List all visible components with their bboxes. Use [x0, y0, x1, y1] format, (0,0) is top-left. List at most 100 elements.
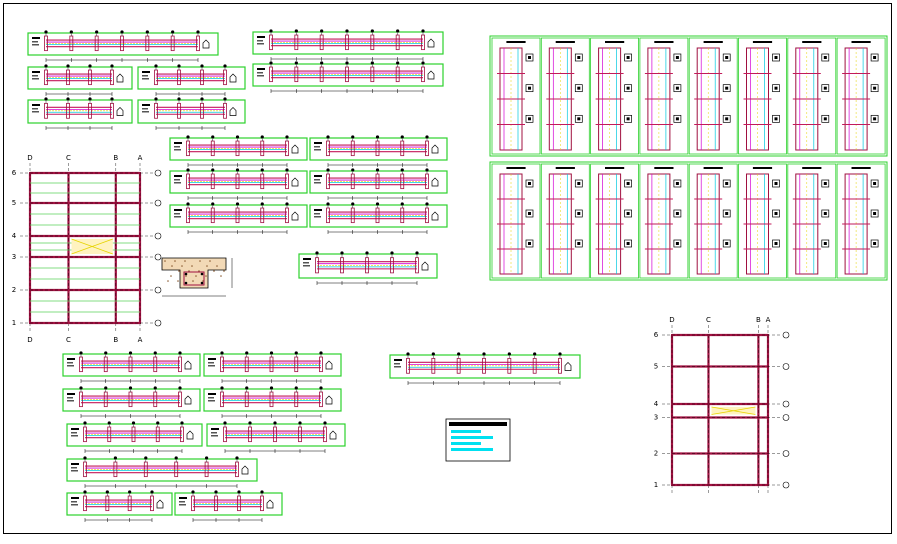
column-section: [624, 114, 632, 123]
column-sheet-frame: [540, 163, 590, 279]
column-section-core: [725, 117, 729, 121]
beam-detail: [66, 456, 258, 488]
slab-beam-section: [161, 257, 227, 289]
axis-marker: [326, 202, 330, 206]
column-section: [772, 53, 780, 62]
axis-marker: [196, 30, 200, 34]
axis-label-side: 5: [654, 363, 658, 371]
column-section: [574, 179, 583, 188]
axis-marker: [211, 135, 215, 139]
section-symbol: [325, 360, 333, 370]
concrete-aggregate: [184, 260, 186, 262]
column-sheet: [787, 37, 837, 155]
section-symbol: [431, 144, 439, 154]
axis-marker: [83, 456, 87, 460]
beam-title-mark: [174, 149, 181, 151]
axis-marker: [285, 202, 289, 206]
column-sheet-title: [752, 41, 773, 43]
column-sheet: [738, 37, 787, 155]
beam-title-mark: [257, 36, 265, 38]
axis-marker: [200, 97, 204, 101]
concrete-aggregate: [220, 275, 222, 277]
column-section: [722, 239, 731, 248]
column-sheet: [688, 37, 738, 155]
axis-marker: [260, 135, 264, 139]
column-sheet: [590, 37, 639, 155]
column-section-core: [725, 242, 729, 245]
beam-detail: [309, 135, 448, 167]
section-symbol: [184, 360, 192, 370]
column-section-core: [823, 182, 827, 185]
axis-marker: [507, 352, 511, 356]
column-section: [772, 114, 780, 123]
column-section-core: [675, 242, 679, 245]
column-sheet: [540, 37, 590, 155]
section-symbol: [229, 107, 237, 116]
axis-marker: [69, 30, 73, 34]
beam-title-mark: [314, 179, 320, 181]
column-section: [525, 209, 534, 218]
beam-title-mark: [174, 213, 180, 215]
column-section: [574, 209, 583, 218]
beam-title-mark: [314, 182, 321, 184]
column-section: [772, 179, 780, 188]
column-section: [673, 239, 682, 248]
concrete-aggregate: [199, 260, 201, 262]
column-sheet-frame: [738, 37, 787, 155]
axis-marker: [396, 29, 400, 33]
section-symbol: [291, 177, 299, 187]
beam-title-mark: [394, 363, 400, 365]
column-section-core: [774, 86, 778, 90]
axis-marker: [425, 202, 429, 206]
axis-marker: [375, 168, 380, 172]
column-section: [525, 179, 534, 188]
beam-title-mark: [174, 216, 181, 218]
column-sheet-title: [654, 167, 674, 169]
axis-label-side: 6: [12, 169, 17, 177]
beam-title-mark: [32, 44, 39, 46]
axis-marker: [273, 421, 277, 425]
beam-title-mark: [142, 111, 149, 113]
axis-marker: [235, 202, 240, 206]
beam-title-mark: [303, 262, 309, 264]
beam-title-mark: [174, 142, 182, 144]
column-sheet-title: [555, 167, 575, 169]
column-sheet-title: [506, 167, 526, 169]
beam-title-mark: [208, 400, 215, 402]
concrete-aggregate: [198, 270, 200, 272]
column-sheet-title: [802, 167, 822, 169]
column-section-core: [873, 182, 877, 185]
axis-marker: [260, 490, 264, 494]
beam-title-mark: [303, 265, 310, 267]
beam-title-mark: [314, 216, 321, 218]
axis-label-top: D: [669, 316, 674, 324]
axis-marker: [223, 64, 227, 68]
column-section-core: [873, 117, 877, 121]
column-section: [821, 239, 830, 248]
concrete-aggregate: [223, 270, 225, 272]
opening-diagonal: [711, 406, 756, 415]
axis-marker: [269, 386, 274, 390]
rebar-dot: [184, 272, 188, 276]
axis-marker: [186, 168, 190, 172]
beam-title-mark: [257, 43, 264, 45]
axis-bubble: [154, 253, 162, 261]
column-section: [624, 179, 632, 188]
axis-marker: [533, 352, 537, 356]
beam-detail: [27, 30, 219, 62]
column-sheet-frame: [639, 37, 689, 155]
axis-marker: [396, 61, 400, 65]
column-section: [870, 84, 879, 93]
column-section: [772, 239, 780, 248]
axis-bubble: [782, 450, 790, 457]
axis-marker: [400, 135, 404, 139]
column-sheet: [738, 163, 787, 279]
beam-detail: [169, 202, 308, 234]
column-section-core: [725, 56, 729, 59]
axis-marker: [431, 352, 435, 356]
beam-title-mark: [174, 182, 181, 184]
axis-label-side: 4: [12, 232, 17, 240]
column-sheet: [639, 163, 689, 279]
column-section-core: [626, 117, 630, 121]
